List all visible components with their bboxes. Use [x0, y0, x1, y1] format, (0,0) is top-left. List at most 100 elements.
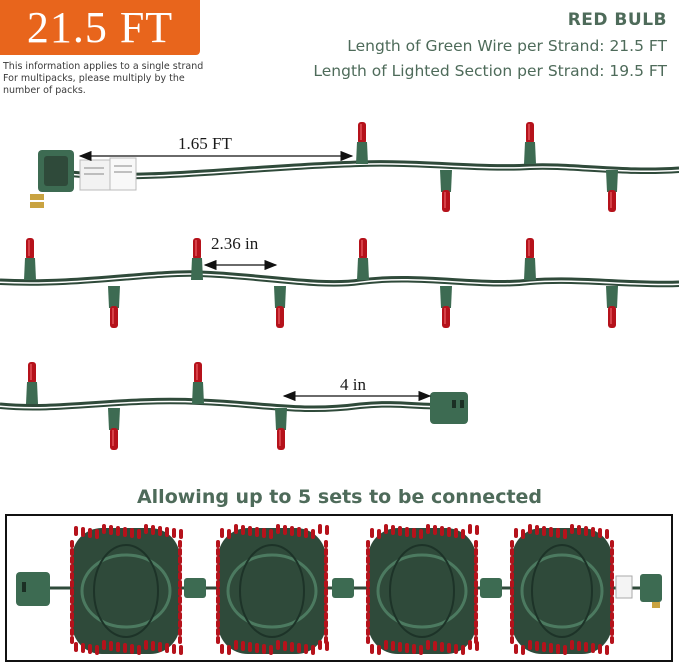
bulb-icon: [514, 528, 518, 538]
bulb-icon: [510, 556, 514, 564]
bulb-icon: [178, 540, 182, 548]
bulb-icon: [474, 596, 478, 604]
bulb-icon: [570, 524, 574, 534]
bulb-icon: [474, 612, 478, 620]
bulb-icon: [297, 527, 301, 537]
bulb-icon: [514, 644, 518, 654]
bulb-icon: [241, 641, 245, 651]
spec-title: RED BULB: [567, 10, 667, 30]
bulb-icon: [88, 528, 92, 538]
bulb-icon: [510, 604, 514, 612]
strand-row-3: [0, 362, 468, 450]
bulb-icon: [283, 525, 287, 535]
bulb-icon: [234, 524, 238, 534]
bulb-icon: [584, 526, 588, 536]
male-plug-icon: [30, 150, 74, 208]
bulb-icon: [605, 529, 609, 539]
bulb-icon: [70, 564, 74, 572]
note-line-1: This information applies to a single str…: [3, 61, 204, 72]
bulb-icon: [426, 524, 430, 534]
bulb-icon: [283, 641, 287, 651]
bulb-icon: [216, 572, 220, 580]
bulb-icon: [610, 628, 614, 636]
bulb-icon: [468, 640, 472, 650]
bulb-icon: [178, 572, 182, 580]
bulb-icon: [542, 642, 546, 652]
bulb-icon: [412, 528, 416, 538]
bulb-icon: [324, 604, 328, 612]
bulb-icon: [137, 529, 141, 539]
bulb-icon: [216, 540, 220, 548]
bulb-icon: [610, 580, 614, 588]
bulb-icon: [102, 524, 106, 534]
bulb-icon: [275, 408, 287, 450]
plug-connector-icon: [184, 574, 662, 608]
connection-headline: Allowing up to 5 sets to be connected: [136, 486, 543, 508]
bulb-icon: [474, 548, 478, 556]
bulb-icon: [324, 588, 328, 596]
bulb-icon: [178, 628, 182, 636]
bulb-icon: [440, 526, 444, 536]
measure-label-spacing: 2.36 in: [211, 234, 259, 253]
strand-row-2: [0, 238, 679, 328]
coiled-strand-icon: [368, 528, 476, 654]
bulb-icon: [70, 572, 74, 580]
bulb-icon: [510, 612, 514, 620]
bulb-icon: [70, 620, 74, 628]
coiled-strand-icon: [72, 528, 180, 654]
bulb-icon: [474, 588, 478, 596]
bulb-icon: [70, 636, 74, 644]
bulb-icon: [447, 643, 451, 653]
bulb-icon: [598, 528, 602, 538]
bulb-icon: [549, 643, 553, 653]
bulb-icon: [610, 572, 614, 580]
length-badge-text: 21.5 FT: [26, 3, 174, 52]
bulb-icon: [510, 588, 514, 596]
bulb-icon: [366, 556, 370, 564]
bulb-icon: [324, 572, 328, 580]
bulb-icon: [95, 529, 99, 539]
bulb-icon: [528, 524, 532, 534]
bulb-icon: [151, 525, 155, 535]
bulb-icon: [366, 596, 370, 604]
bulb-icon: [116, 642, 120, 652]
bulb-icon: [535, 525, 539, 535]
bulb-icon: [324, 636, 328, 644]
bulb-icon: [610, 596, 614, 604]
bulb-icon: [461, 645, 465, 655]
bulb-icon: [610, 588, 614, 596]
bulb-icon: [610, 556, 614, 564]
bulb-icon: [398, 642, 402, 652]
bulb-icon: [262, 528, 266, 538]
bulb-icon: [178, 548, 182, 556]
bulb-icon: [366, 636, 370, 644]
bulb-icon: [370, 644, 374, 654]
bulb-icon: [216, 604, 220, 612]
bulb-icon: [178, 612, 182, 620]
bulb-icon: [26, 362, 38, 404]
bulb-icon: [475, 525, 479, 535]
bulb-icon: [290, 526, 294, 536]
bulb-icon: [137, 645, 141, 655]
female-connector-icon: [430, 392, 468, 424]
bulb-icon: [70, 628, 74, 636]
bulb-icon: [70, 580, 74, 588]
bulb-icon: [461, 529, 465, 539]
bulb-icon: [318, 640, 322, 650]
bulb-icon: [474, 604, 478, 612]
bulb-icon: [510, 564, 514, 572]
coiled-strand-icon: [512, 528, 612, 654]
bulb-icon: [70, 604, 74, 612]
bulb-icon: [521, 529, 525, 539]
bulb-icon: [216, 620, 220, 628]
spec-green-wire: Length of Green Wire per Strand: 21.5 FT: [347, 37, 667, 55]
note-line-2: For multipacks, please multiply by the: [3, 73, 185, 84]
bulb-icon: [433, 641, 437, 651]
bulb-icon: [216, 636, 220, 644]
bulb-icon: [366, 588, 370, 596]
bulb-icon: [216, 596, 220, 604]
bulb-icon: [227, 529, 231, 539]
bulb-icon: [241, 525, 245, 535]
bulb-icon: [510, 628, 514, 636]
